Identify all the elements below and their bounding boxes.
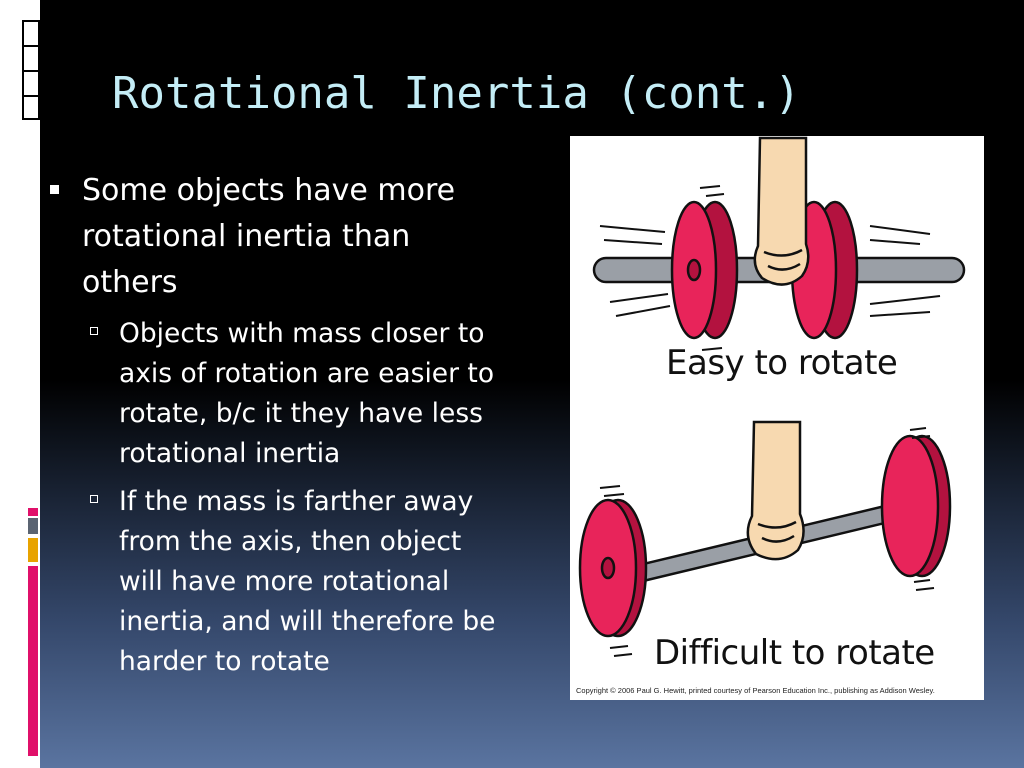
slide-title: Rotational Inertia (cont.): [112, 68, 801, 119]
decor-bar-gray: [28, 518, 38, 534]
caption-difficult: Difficult to rotate: [654, 633, 935, 673]
decor-bar-gold: [28, 538, 38, 562]
decor-bar-pink-long: [28, 566, 38, 756]
copyright-note: Copyright © 2006 Paul G. Hewitt, printed…: [576, 686, 935, 695]
sub-bullet-1: Objects with mass closer to axis of rota…: [46, 314, 509, 474]
hollow-square-bullet-icon: [90, 495, 98, 503]
main-bullet-text: Some objects have more rotational inerti…: [82, 173, 456, 300]
easy-motion-lines: [599, 185, 941, 351]
dumbbell-figure: Easy to rotate Difficult to rotate Copyr…: [570, 136, 984, 700]
decor-bar-pink: [28, 508, 38, 516]
decor-grid: [22, 20, 40, 120]
square-bullet-icon: [50, 185, 59, 194]
sub-bullet-2: If the mass is farther away from the axi…: [46, 482, 509, 682]
difficult-motion-lines: [599, 427, 935, 657]
caption-easy: Easy to rotate: [666, 343, 898, 383]
hollow-square-bullet-icon: [90, 327, 98, 335]
main-bullet: Some objects have more rotational inerti…: [46, 168, 512, 306]
sub-bullet-text: If the mass is farther away from the axi…: [119, 486, 496, 677]
difficult-dumbbell: [578, 420, 952, 638]
dumbbell-illustration: [578, 136, 966, 657]
sub-bullet-text: Objects with mass closer to axis of rota…: [119, 318, 495, 469]
easy-dumbbell: [592, 136, 966, 340]
slide-body: Some objects have more rotational inerti…: [46, 168, 546, 682]
